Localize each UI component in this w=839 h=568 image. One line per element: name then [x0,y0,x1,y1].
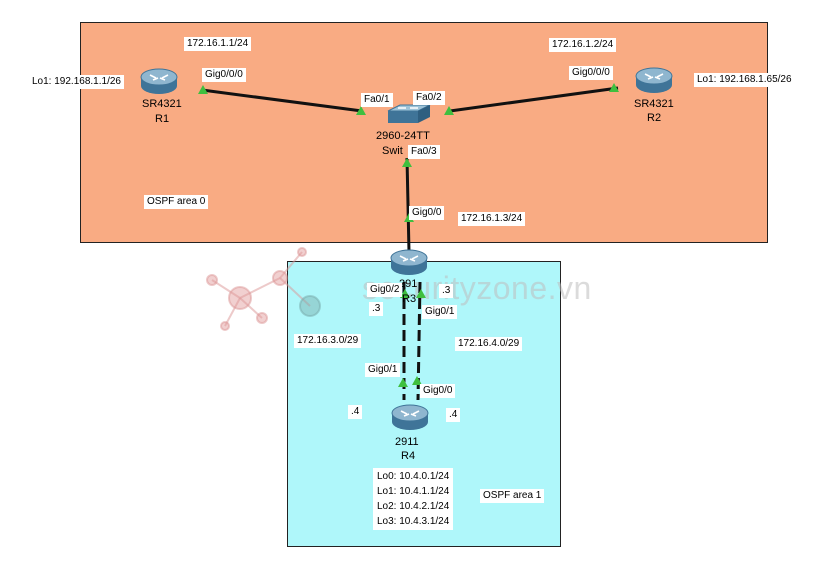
r2-model-label: SR4321 [634,98,674,110]
r4-host-right-label: .4 [446,408,461,422]
r4-model-label: 2911 [395,436,419,448]
r4-name-label: R4 [401,450,416,462]
r3-name-label: R3 [402,293,417,305]
port-up-sw-fa03 [402,158,412,167]
port-indicators [198,83,619,387]
router-icon[interactable] [390,402,430,432]
network-left-label: 172.16.3.0/29 [294,334,362,348]
r3-gig00-label: Gig0/0 [409,206,445,220]
link-switch-r3 [405,157,411,253]
r1-model-label: SR4321 [142,98,182,110]
r1-ip-label: 172.16.1.1/24 [184,37,252,51]
r3-gig02-label: Gig0/2 [367,283,403,297]
router-icon[interactable] [389,247,429,277]
switch-name-label: Swit [382,145,403,157]
port-up-sw-fa02 [444,106,454,115]
network-right-label: 172.16.4.0/29 [455,337,523,351]
r2-name-label: R2 [647,112,662,124]
watermark-logo [206,247,321,331]
port-up-r1 [198,85,208,94]
r4-host-left-label: .4 [348,405,363,419]
r4-loopback-item: Lo2: 10.4.2.1/24 [377,501,450,512]
r2-ip-label: 172.16.1.2/24 [549,38,617,52]
r4-loopback-item: Lo1: 10.4.1.1/24 [377,486,450,497]
r3-ip-label: 172.16.1.3/24 [458,212,526,226]
switch-fa03-label: Fa0/3 [408,145,440,159]
r4-loopback-item: Lo0: 10.4.0.1/24 [377,471,450,482]
port-up-r3-gig01 [416,289,426,298]
r2-gig-label: Gig0/0/0 [569,66,613,80]
r4-loopback-list: Lo0: 10.4.0.1/24 Lo1: 10.4.1.1/24 Lo2: 1… [373,468,454,530]
switch-icon[interactable] [384,103,432,127]
link-r2-switch [449,86,619,113]
switch-model-label: 2960-24TT [376,130,430,142]
r1-loopback-label: Lo1: 192.168.1.1/26 [29,75,124,89]
r3-gig01-label: Gig0/1 [422,305,458,319]
port-up-r3-gig02 [400,289,410,298]
link-r1-switch [201,88,363,113]
router-icon[interactable] [139,66,179,96]
router-icon[interactable] [634,65,674,95]
r4-loopback-item: Lo3: 10.4.3.1/24 [377,516,450,527]
port-up-r2 [609,83,619,92]
r3-model-label: 291 [399,278,418,290]
r4-gig00-label: Gig0/0 [420,384,456,398]
r1-name-label: R1 [155,113,170,125]
port-up-r4-gig01 [398,378,408,387]
r1-gig-label: Gig0/0/0 [202,68,246,82]
r3-host-left-label: .3 [369,302,384,316]
port-up-sw-fa01 [356,106,366,115]
area1-label: OSPF area 1 [480,489,545,503]
port-up-r4-gig00 [412,376,422,385]
switch-fa01-label: Fa0/1 [361,93,393,107]
r3-host-right-label: .3 [439,284,454,298]
switch-fa02-label: Fa0/2 [413,91,445,105]
r4-gig01-label: Gig0/1 [365,363,401,377]
r2-loopback-label: Lo1: 192.168.1.65/26 [694,73,795,87]
area0-label: OSPF area 0 [144,195,209,209]
